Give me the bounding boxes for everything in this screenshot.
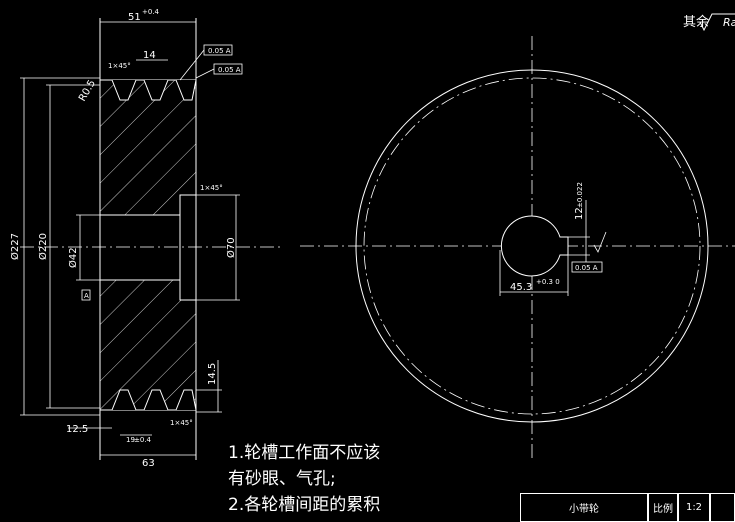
roughness-note: 其余 Ra (683, 11, 735, 30)
dim-groove-width-tol: ±0.4 (134, 436, 152, 444)
title-block-name: 小带轮 (520, 493, 648, 522)
dim-groove-radius: R0.5 (77, 78, 98, 103)
dim-chamfer-1: 1×45° (108, 62, 131, 70)
dim-height-14-5: 14.5 (207, 363, 218, 385)
tol-box-2-text: 0.05 A (218, 66, 241, 74)
dim-bottom-left: 12.5 (66, 424, 88, 435)
title-block-scale-label: 比例 (648, 493, 678, 522)
keyway-tol-box-text: 0.05 A (575, 264, 598, 272)
note-line-1: 1.轮槽工作面不应该 (228, 443, 381, 463)
pitch-circle (363, 77, 701, 415)
keyway-tol-box (571, 261, 603, 273)
dim-groove-pitch: 14 (143, 50, 156, 61)
dim-chamfer-2: 1×45° (200, 184, 223, 192)
groove-profile-bottom (104, 389, 197, 411)
bore-outline (99, 214, 181, 281)
title-block-scale-value: 1:2 (678, 493, 710, 522)
roughness-symbol-text: Ra (723, 16, 735, 29)
datum-a-label: A (84, 292, 89, 300)
tol-box-1-text: 0.05 A (208, 47, 231, 55)
dim-hub-dia: Ø70 (225, 237, 237, 258)
dim-outer-dia: Ø227 (9, 233, 21, 260)
dim-width-top-tol: +0.4 (142, 8, 160, 16)
dim-pitch-dia: Ø220 (37, 233, 49, 260)
dim-total-width: 63 (142, 458, 155, 469)
front-view (300, 36, 735, 460)
dim-keyway-width-tol: ±0.022 (576, 182, 584, 208)
keyway-roughness-mark (593, 231, 607, 253)
note-line-3: 2.各轮槽间距的累积 (228, 495, 381, 515)
roughness-symbol-icon (699, 13, 735, 32)
bore-with-keyway (500, 215, 569, 277)
groove-profile-top (104, 79, 197, 101)
section-view (20, 18, 280, 460)
title-block-extra-cell (710, 493, 735, 522)
dim-chamfer-bottom: 1×45° (170, 419, 193, 427)
dim-groove-width: 19 (126, 436, 135, 444)
note-line-2: 有砂眼、气孔; (228, 469, 336, 489)
roughness-note-text: 其余 (683, 15, 710, 30)
datum-a-box (81, 289, 91, 301)
dim-keyway-depth: 45.3 (510, 282, 532, 293)
dim-width-top: 51 (128, 12, 141, 23)
dim-keyway-depth-tol: +0.3 0 (536, 278, 560, 286)
dim-keyway-width: 12 (574, 207, 585, 220)
hub-outline (179, 194, 197, 301)
dim-bore-dia: Ø42 (67, 247, 79, 268)
